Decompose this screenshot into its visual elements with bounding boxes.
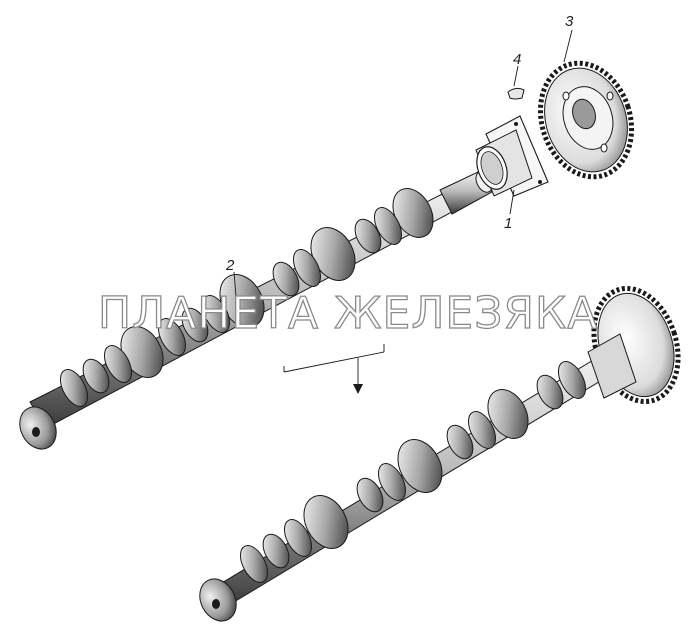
- camshaft-assembled: [199, 285, 681, 622]
- callout-leaders: [233, 29, 573, 297]
- thrust-flange: [475, 115, 549, 197]
- callout-part-2: 2: [225, 257, 235, 274]
- camshaft-upper-center-hole: [32, 427, 40, 437]
- callout-part-3: 3: [565, 13, 574, 30]
- camshaft-assembled-flange: [587, 333, 637, 399]
- assembly-arrow: [283, 344, 385, 394]
- camshaft-assembled-center-hole: [212, 599, 220, 609]
- camshaft-upper-journals: [120, 188, 434, 378]
- watermark-text: ПЛАНЕТА ЖЕЛЕЗЯКА: [98, 288, 598, 339]
- callout-part-4: 4: [513, 51, 521, 68]
- camshaft-upper-lobes: [59, 207, 403, 407]
- segment-key: [507, 87, 525, 100]
- camshaft-assembled-journals: [303, 389, 529, 549]
- camshaft-assembled-lobes: [239, 361, 587, 583]
- camshaft-gear: [537, 60, 635, 180]
- callout-part-1: 1: [504, 215, 512, 232]
- camshaft-upper: [19, 171, 493, 450]
